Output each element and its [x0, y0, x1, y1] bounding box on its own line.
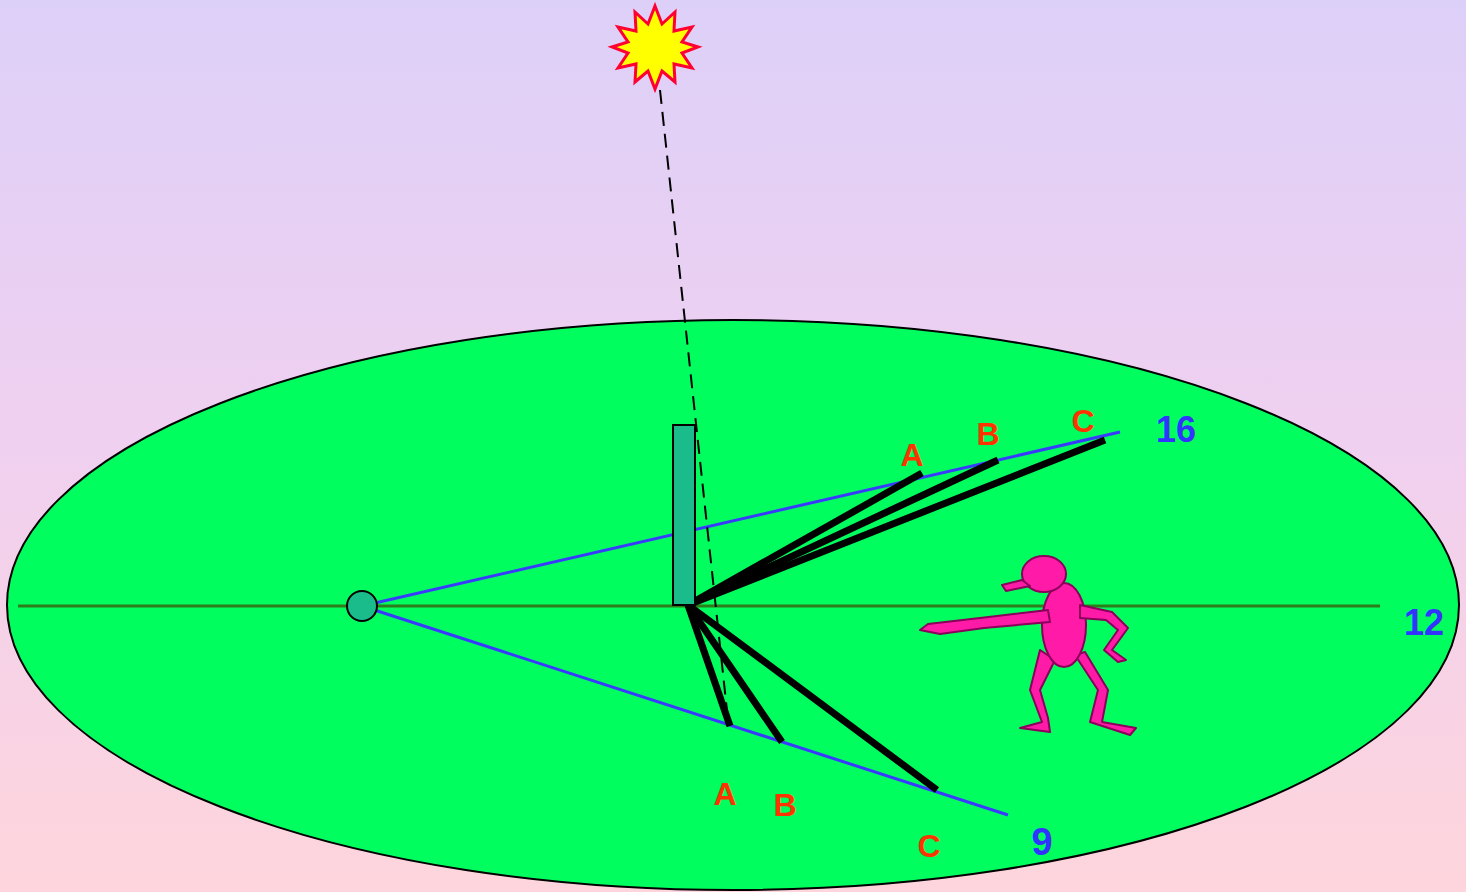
person-figure: [920, 556, 1136, 735]
hour-line: [362, 432, 1120, 606]
sun-ray: [660, 90, 728, 720]
hour-line: [362, 606, 1008, 815]
point-label: A: [713, 778, 736, 810]
meridian-line: [18, 605, 1380, 608]
hour-number: 9: [1031, 823, 1052, 861]
pole-point: [347, 591, 377, 621]
hour-number: 12: [1404, 605, 1444, 641]
sun-symbol: [612, 6, 698, 89]
shadows: [688, 440, 1105, 790]
point-label: A: [900, 439, 923, 471]
point-label: C: [917, 830, 940, 862]
point-label: C: [1071, 405, 1094, 437]
ground-ellipse: [7, 320, 1459, 890]
point-label: B: [773, 789, 796, 821]
point-label: B: [976, 418, 999, 450]
hour-number: 16: [1156, 412, 1196, 448]
gnomon: [673, 425, 695, 605]
